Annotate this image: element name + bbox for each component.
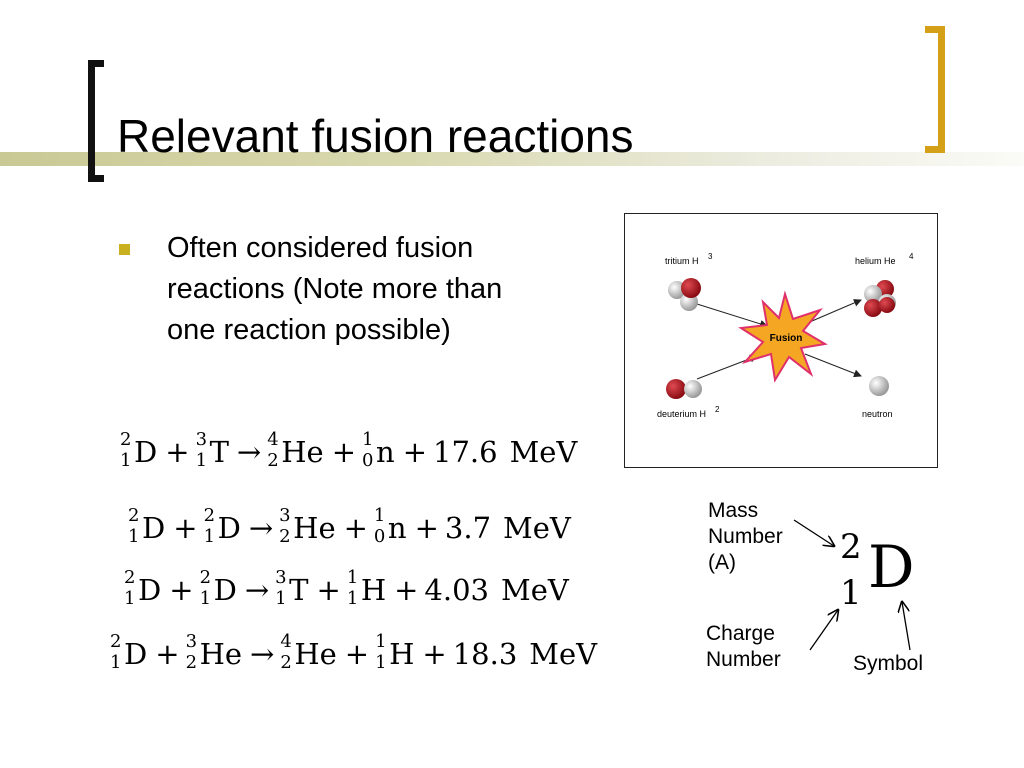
symbol-arrow	[902, 602, 911, 651]
charge-number-label: Charge Number	[706, 622, 781, 671]
tritium-mass-sup: 3	[708, 252, 713, 261]
helium-label: helium He	[855, 256, 896, 266]
deuterium-mass-sup: 2	[715, 405, 720, 414]
mass-number-arrow	[793, 519, 834, 546]
neutron-particle-icon	[869, 376, 889, 396]
fusion-diagram: tritium H 3 helium He 4 deuterium H 2 ne…	[657, 252, 914, 419]
helium-nucleus-icon	[864, 280, 896, 317]
deuterium-label: deuterium H	[657, 409, 706, 419]
left-bracket-decoration	[88, 60, 104, 182]
tritium-nucleus-icon	[668, 278, 701, 311]
deuterium-nucleus-icon	[666, 379, 702, 399]
right-bracket-decoration	[925, 26, 945, 153]
tritium-label: tritium H	[665, 256, 699, 266]
example-charge-number: 1	[840, 573, 862, 613]
fusion-star-icon	[738, 290, 828, 383]
tritium-arrow	[696, 303, 768, 328]
bullet-text: Often considered fusion reactions (Note …	[167, 232, 503, 346]
charge-number-arrow	[809, 610, 838, 651]
neutron-arrow	[804, 353, 862, 378]
mass-number-label: Mass Number (A)	[708, 499, 783, 574]
helium-arrow	[804, 299, 862, 325]
example-mass-number: 2	[840, 527, 862, 567]
title-underline-bar	[0, 152, 1024, 166]
example-symbol: D	[868, 533, 915, 601]
symbol-label: Symbol	[853, 652, 924, 675]
helium-mass-sup: 4	[909, 252, 914, 261]
fusion-center-label: Fusion	[770, 333, 803, 344]
neutron-label: neutron	[862, 409, 893, 419]
fusion-diagram-panel: tritium H 3 helium He 4 deuterium H 2 ne…	[624, 213, 938, 468]
legend-arrows	[793, 519, 911, 651]
slide-title: Relevant fusion reactions	[117, 110, 634, 162]
bullet-square-icon	[119, 244, 130, 255]
